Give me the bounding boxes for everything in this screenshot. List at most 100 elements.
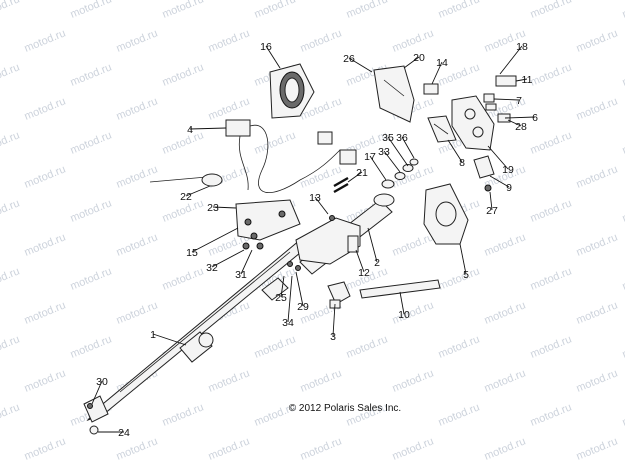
leader-line: [401, 136, 415, 159]
watermark-text: motod.ru: [391, 27, 436, 54]
watermark-text: motod.ru: [0, 61, 21, 88]
callout-label: 14: [436, 57, 448, 69]
watermark-text: motod.ru: [575, 95, 620, 122]
watermark-text: motod.ru: [621, 265, 625, 292]
watermark-text: motod.ru: [575, 367, 620, 394]
watermark-text: motod.ru: [529, 265, 574, 292]
callout-label: 35: [382, 132, 394, 144]
leader-line: [489, 191, 493, 211]
leader-line: [399, 291, 405, 315]
leader-line: [403, 56, 420, 69]
watermark-text: motod.ru: [621, 333, 625, 360]
callout-label: 20: [413, 52, 425, 64]
leader-line: [507, 119, 522, 127]
watermark-text: motod.ru: [621, 0, 625, 21]
watermark-text: motod.ru: [529, 197, 574, 224]
watermark-text: motod.ru: [483, 231, 528, 258]
upper-cover: [373, 65, 415, 123]
watermark-text: motod.ru: [115, 95, 160, 122]
callout-labels: 1234567891011121314151617181920212223242…: [96, 41, 538, 439]
watermark-text: motod.ru: [23, 95, 68, 122]
watermark-text: motod.ru: [621, 129, 625, 156]
watermark-text: motod.ru: [575, 163, 620, 190]
callout-label: 5: [463, 269, 469, 281]
callout-label: 26: [343, 53, 355, 65]
watermark-text: motod.ru: [69, 333, 114, 360]
callout-label: 29: [297, 301, 309, 313]
watermark-text: motod.ru: [575, 299, 620, 326]
callout-label: 12: [358, 267, 370, 279]
fasteners: [242, 215, 335, 271]
watermark-text: motod.ru: [161, 401, 206, 428]
watermark-text: motod.ru: [391, 367, 436, 394]
switch-panel: [451, 95, 495, 151]
callout-label: 30: [96, 376, 108, 388]
switch-bezel: [427, 115, 457, 143]
leader-line: [287, 275, 293, 323]
copyright-text: © 2012 Polaris Sales Inc.: [289, 403, 401, 414]
watermark-text: motod.ru: [0, 197, 21, 224]
callout-label: 6: [532, 112, 538, 124]
watermark-text: motod.ru: [23, 231, 68, 258]
callout-label: 15: [186, 247, 198, 259]
watermark-text: motod.ru: [299, 27, 344, 54]
watermark-text: motod.ru: [0, 265, 21, 292]
leader-line: [265, 45, 281, 69]
watermark-text: motod.ru: [0, 0, 21, 21]
leader-line: [489, 175, 510, 188]
watermark-text: motod.ru: [253, 333, 298, 360]
watermark-text: motod.ru: [437, 265, 482, 292]
leader-line: [348, 57, 373, 73]
watermark-text: motod.ru: [529, 61, 574, 88]
callout-label: 18: [516, 41, 528, 53]
callout-label: 31: [235, 269, 247, 281]
watermark-text: motod.ru: [69, 129, 114, 156]
leader-line: [447, 139, 463, 163]
callout-label: 21: [356, 167, 368, 179]
watermark-text: motod.ru: [391, 435, 436, 462]
watermark-text: motod.ru: [483, 435, 528, 462]
wire-harness: [225, 119, 357, 194]
switch-small: [423, 83, 439, 95]
watermark-text: motod.ru: [529, 401, 574, 428]
watermark-text: motod.ru: [23, 299, 68, 326]
watermark-text: motod.ru: [529, 333, 574, 360]
watermark-text: motod.ru: [0, 401, 21, 428]
leader-line: [185, 185, 211, 197]
callout-label: 33: [378, 146, 390, 158]
callout-label: 3: [330, 331, 336, 343]
leader-line: [240, 249, 253, 275]
leader-line: [280, 275, 285, 298]
watermark-text: motod.ru: [391, 231, 436, 258]
watermark-text: motod.ru: [437, 401, 482, 428]
callout-label: 7: [516, 95, 522, 107]
leader-line: [369, 155, 387, 181]
switch-11: [495, 75, 517, 87]
watermark-text: motod.ru: [115, 27, 160, 54]
leader-line: [91, 380, 103, 405]
watermark-text: motod.ru: [483, 367, 528, 394]
callout-label: 4: [187, 124, 193, 136]
key-switch: [473, 155, 495, 192]
watermark-text: motod.ru: [23, 27, 68, 54]
callout-label: 23: [207, 202, 219, 214]
leader-line: [332, 303, 336, 337]
leader-line: [487, 145, 509, 170]
watermark-text: motod.ru: [621, 61, 625, 88]
watermark-text: motod.ru: [161, 129, 206, 156]
watermark-text: motod.ru: [575, 435, 620, 462]
callout-label: 10: [398, 309, 410, 321]
watermark-text: motod.ru: [483, 299, 528, 326]
watermark-text: motod.ru: [207, 435, 252, 462]
leader-line: [504, 116, 536, 119]
mounting-bracket: [235, 199, 301, 241]
watermark-text: motod.ru: [345, 0, 390, 21]
lower-cover: [423, 183, 469, 245]
watermark-text: motod.ru: [437, 0, 482, 21]
leader-line: [459, 243, 467, 275]
callout-label: 28: [515, 121, 527, 133]
switch-7: [483, 93, 495, 103]
watermark-text: motod.ru: [69, 265, 114, 292]
